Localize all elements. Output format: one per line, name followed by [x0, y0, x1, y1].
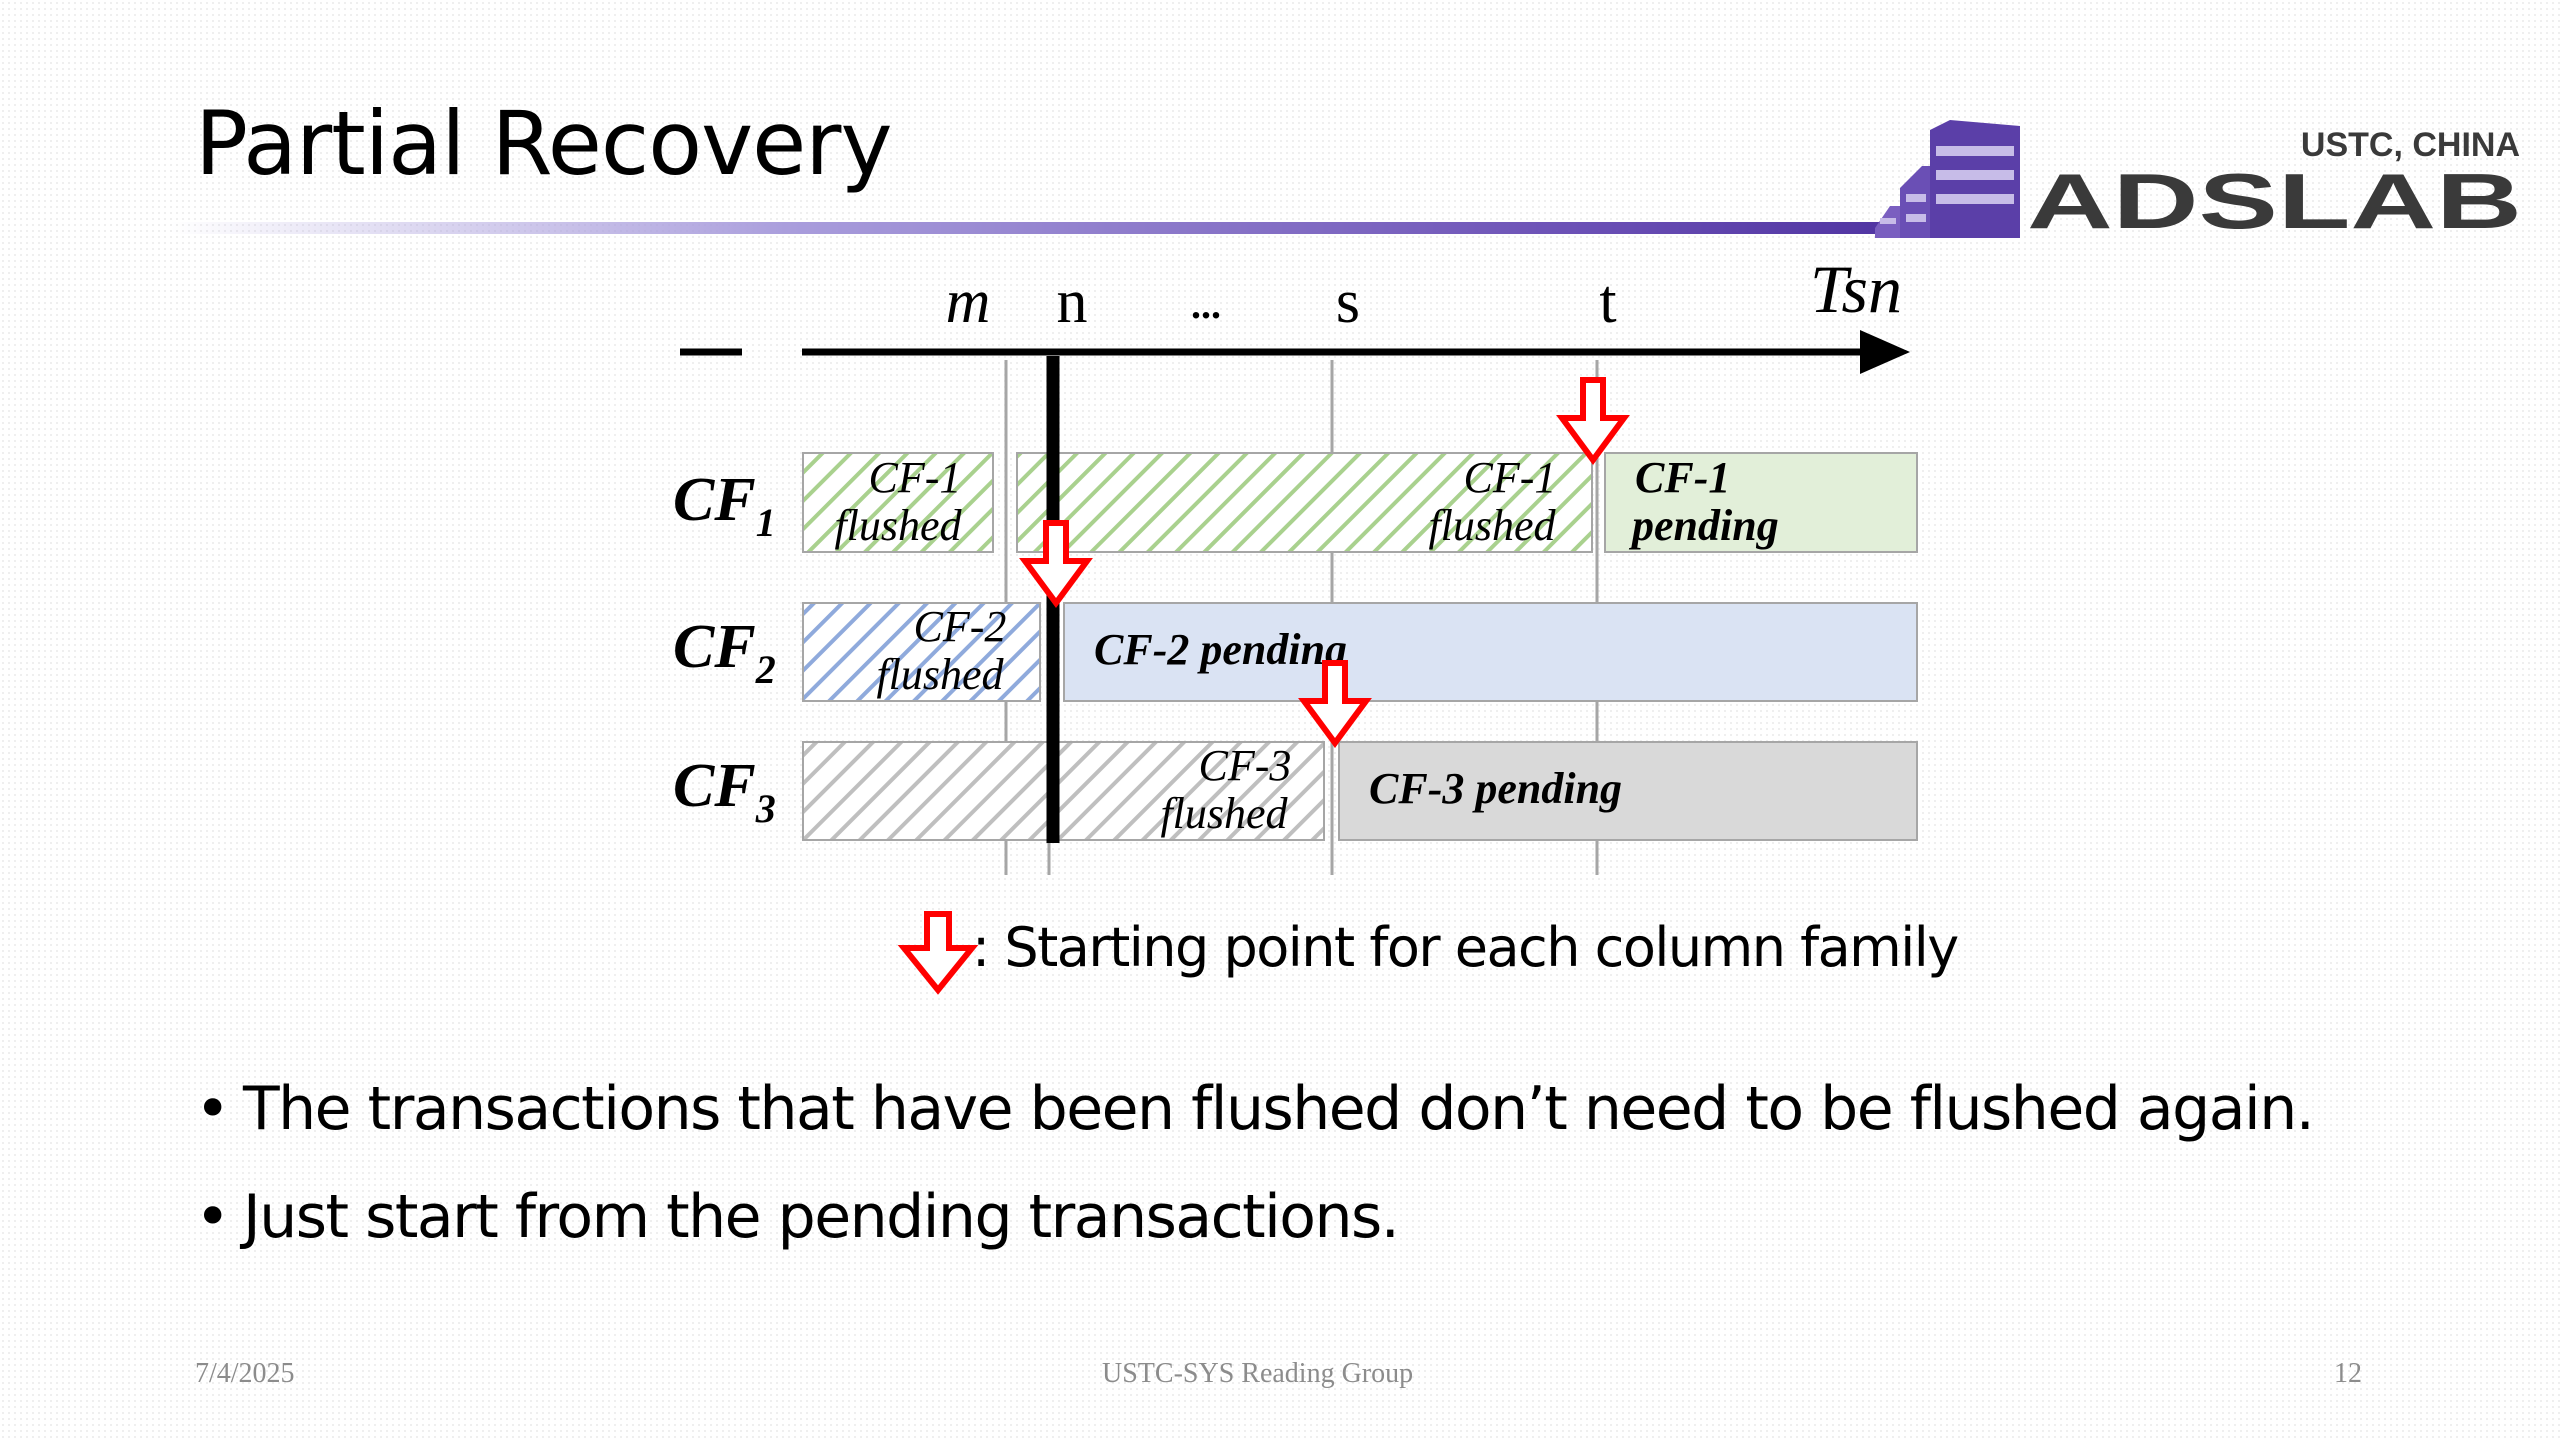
row-label-main: CF [673, 752, 756, 820]
cf2-flushed-segment-line1: CF-2 [914, 602, 1007, 651]
cf1-pending-segment-line2: pending [1628, 501, 1779, 550]
footer-center-text: USTC-SYS Reading Group [1102, 1358, 1414, 1389]
row-cf1: CF1 CF-1 flushed CF-1 flushed CF-1 pendi… [673, 452, 1918, 553]
cf3-flushed-segment-line1: CF-3 [1199, 741, 1292, 790]
row-label-main: CF [673, 466, 756, 534]
tick-t: t [1599, 268, 1616, 336]
cf2-flushed-segment-line2: flushed [876, 650, 1004, 699]
cf2-flushed-segment [802, 602, 1041, 702]
cf3-flushed-segment-line2: flushed [1160, 789, 1288, 838]
footer-page-number: 12 [2334, 1358, 2362, 1389]
tick-ellipsis: ... [1191, 282, 1221, 327]
bullet-item: •The transactions that have been flushed… [195, 1055, 2315, 1163]
cf1-flushed-segment-1-line1: CF-1 [869, 453, 962, 502]
cf2-pending-segment-label: CF-2 pending [1094, 625, 1347, 674]
bullet-text: Just start from the pending transactions… [243, 1182, 1400, 1252]
row-label-cf1: CF1 [673, 466, 776, 545]
logo-main-text: ADSLAB [2027, 157, 2522, 238]
cf3-flushed-segment [802, 741, 1325, 841]
tick-n: n [1057, 268, 1088, 336]
cf1-pending-segment [1604, 452, 1918, 553]
title-rule [170, 222, 1950, 234]
row-cf2: CF2 CF-2 flushed CF-2 pending [673, 602, 1918, 702]
bullet-item: •Just start from the pending transaction… [195, 1163, 2313, 1271]
row-cf3: CF3 CF-3 flushed CF-3 pending [673, 741, 1918, 841]
cf3-pending-segment-label: CF-3 pending [1369, 764, 1622, 813]
cf2-pending-segment [1063, 602, 1918, 702]
row-label-cf3: CF3 [673, 752, 776, 831]
footer-date: 7/4/2025 [195, 1358, 295, 1389]
start-arrow-cf2-icon [1019, 520, 1093, 609]
bullet-dot: • [195, 1182, 230, 1252]
start-arrow-cf3-icon [1298, 660, 1372, 749]
cf1-flushed-segment-2 [1016, 452, 1593, 553]
start-arrow-cf1-icon [1556, 377, 1630, 466]
tick-s: s [1336, 268, 1360, 336]
row-label-subscript: 3 [755, 786, 776, 831]
bullet-text: The transactions that have been flushed … [243, 1074, 2315, 1144]
adslab-logo: USTC, CHINA ADSLAB [1875, 120, 2522, 238]
row-label-cf2: CF2 [673, 613, 776, 692]
cf3-pending-segment [1338, 741, 1918, 841]
axis-arrowhead [1860, 330, 1910, 374]
row-label-main: CF [673, 613, 756, 681]
cf1-flushed-segment-2-line1: CF-1 [1464, 453, 1557, 502]
row-label-subscript: 2 [755, 647, 776, 692]
legend-arrow-icon [897, 911, 979, 995]
cf1-flushed-segment-2-line2: flushed [1428, 501, 1556, 550]
bullet-list: •The transactions that have been flushed… [195, 1055, 2315, 1271]
tick-m: m [946, 268, 991, 336]
cf1-flushed-segment-1 [802, 452, 994, 553]
bullet-dot: • [195, 1074, 230, 1144]
cf1-pending-segment-line1: CF-1 [1635, 453, 1730, 502]
logo-top-text: USTC, CHINA [2301, 126, 2520, 164]
row-label-subscript: 1 [756, 500, 776, 545]
axis-label-tsn: Tsn [1810, 251, 1902, 327]
cf1-flushed-segment-1-line2: flushed [834, 501, 962, 550]
building-icon [1875, 120, 2020, 238]
legend-text: : Starting point for each column family [972, 916, 1958, 979]
slide-title: Partial Recovery [195, 92, 893, 195]
